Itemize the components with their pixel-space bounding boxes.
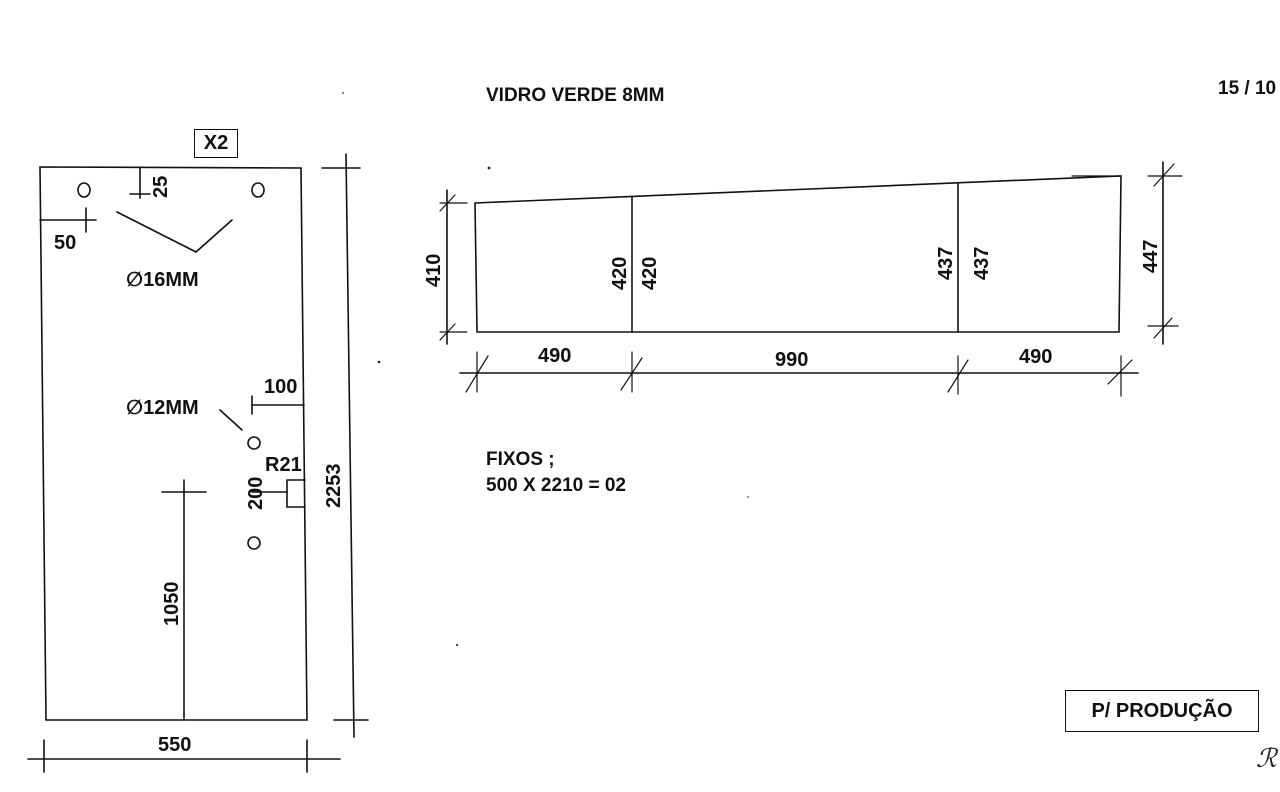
dim-width-slash-4	[1107, 359, 1133, 385]
production-stamp: P/ PRODUÇÃO	[1065, 690, 1259, 732]
handle-notch	[286, 479, 306, 508]
dim-handle-height-label: 1050	[161, 582, 183, 627]
door-panel-outline	[39, 166, 308, 721]
handle-hole-lower	[247, 536, 261, 550]
dim-top-offset-label: 25	[150, 176, 172, 198]
dim-right-height-label: 447	[1140, 240, 1162, 273]
upper-panel-outline	[474, 175, 1122, 333]
dim-right-height-slash-top	[1153, 163, 1175, 187]
leader-12mm	[219, 409, 243, 431]
quantity-label: X2	[194, 129, 238, 158]
top-hole-diameter-label: ∅16MM	[126, 269, 199, 291]
dim-right-height-slash-bottom	[1153, 317, 1173, 339]
joint1-left-label: 420	[609, 257, 631, 290]
material-title: VIDRO VERDE 8MM	[486, 85, 665, 106]
dim-width-slash-3	[947, 359, 969, 393]
segment3-width-label: 490	[1019, 346, 1052, 368]
upper-panel: 410 420 420 437 437 447 490 990 490	[423, 161, 1183, 397]
dim-height-line	[345, 153, 355, 738]
fixed-panels-spec: 500 X 2210 = 02	[486, 475, 626, 496]
door-panel: 25 50 ∅16MM ∅12MM 100 R21 200 1050	[27, 153, 369, 773]
handle-hole-upper	[247, 436, 261, 450]
leader-16mm-right	[195, 219, 233, 253]
segment1-width-label: 490	[538, 345, 571, 367]
dim-handle-edge-label: 100	[264, 376, 297, 398]
notch-radius-label: R21	[265, 454, 302, 476]
joint2-left-label: 437	[935, 247, 957, 280]
dim-left-height-slash-top	[439, 194, 456, 212]
leader-16mm-left	[116, 211, 197, 253]
fixed-panels-title: FIXOS ;	[486, 449, 555, 470]
dim-left-height-slash-bottom	[439, 323, 456, 341]
sheet-number: 15 / 10	[1218, 78, 1277, 99]
top-hole-right	[251, 182, 265, 198]
handle-hole-diameter-label: ∅12MM	[126, 397, 199, 419]
dim-width-slash-1	[465, 355, 489, 393]
dim-width-label: 550	[158, 734, 191, 756]
dim-width-slash-2	[620, 357, 643, 391]
dim-hole-spacing-label: 200	[245, 477, 267, 510]
scan-speckles	[342, 92, 749, 647]
dim-left-height-label: 410	[423, 254, 445, 287]
segment2-width-label: 990	[775, 349, 808, 371]
dim-height-label: 2253	[323, 464, 345, 509]
top-hole-left	[77, 182, 91, 198]
joint1-right-label: 420	[639, 257, 661, 290]
dim-side-offset-label: 50	[54, 232, 76, 254]
signature-initial: ℛ	[1256, 744, 1277, 774]
joint2-right-label: 437	[971, 247, 993, 280]
